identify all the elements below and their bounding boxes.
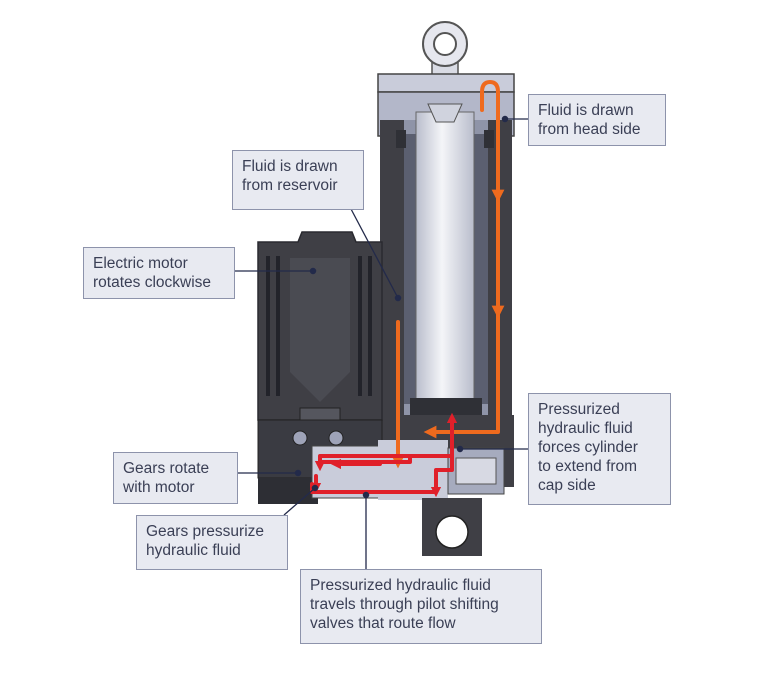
callout-motor: Electric motor rotates clockwise [83,247,235,299]
cap-mount [422,498,482,556]
rod-eye-mount-icon [422,21,468,101]
suction-flow-arrows [391,80,505,469]
callout-gears-pressurize: Gears pressurize hydraulic fluid [136,515,288,570]
callout-gears-rotate: Gears rotate with motor [113,452,238,504]
callout-cap-side: Pressurized hydraulic fluid forces cylin… [528,393,671,505]
callout-head-side: Fluid is drawn from head side [528,94,666,146]
leader-lines [234,115,528,569]
callout-reservoir: Fluid is drawn from reservoir [232,150,364,210]
gear-pump-icon [257,419,505,504]
electric-motor-icon [257,231,383,439]
callout-pilot-valves: Pressurized hydraulic fluid travels thro… [300,569,542,644]
